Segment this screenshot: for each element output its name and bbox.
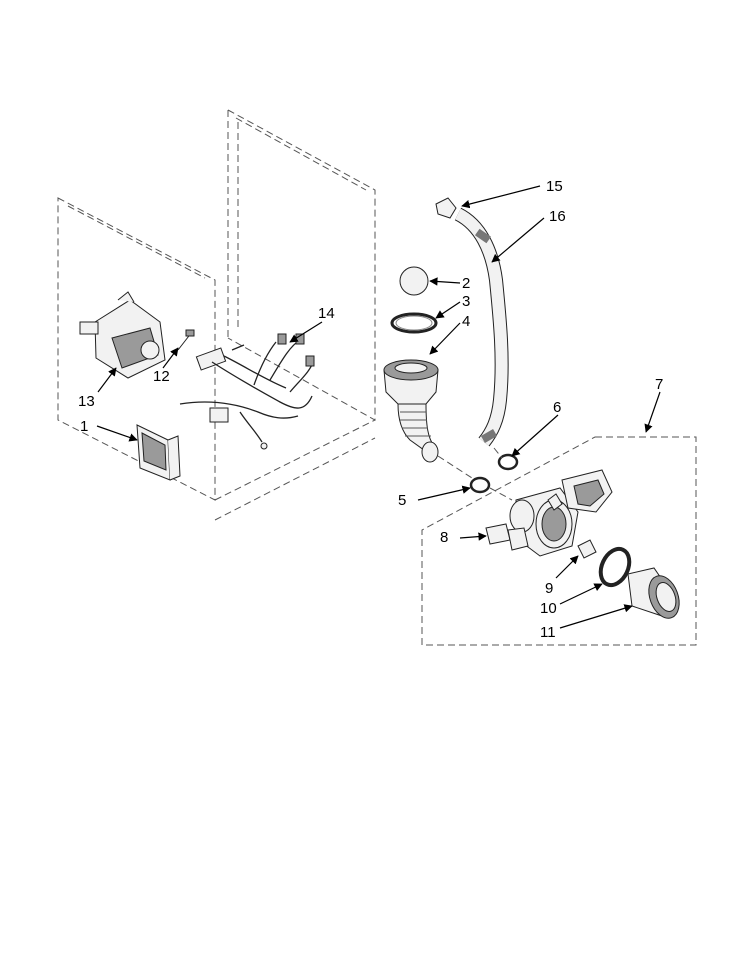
callout-labels: 1 2 3 4 5 6 7 8 9 10 11 12 13 14 15 16: [78, 178, 663, 641]
coin-trap-filter: [627, 567, 680, 619]
callout-1: 1: [80, 418, 88, 435]
callout-7: 7: [655, 376, 663, 393]
hose-clamp-5: [469, 476, 491, 494]
drain-pump: [509, 469, 613, 557]
tub-to-pump-hose: [383, 359, 439, 463]
callout-15: 15: [546, 178, 563, 195]
callout-10: 10: [540, 600, 557, 617]
cabinet-outline: [57, 109, 376, 521]
hose-clamp-top: [435, 197, 457, 219]
clamp-ring: [390, 312, 438, 334]
pump-assembly-box: [421, 436, 697, 646]
drive-motor: [79, 291, 166, 379]
callout-6: 6: [553, 399, 561, 416]
wire-harness: [179, 333, 315, 450]
drain-hose: [454, 207, 509, 447]
callout-13: 13: [78, 393, 95, 410]
callout-4: 4: [462, 313, 470, 330]
filter-screw: [577, 539, 597, 559]
callout-3: 3: [462, 293, 470, 310]
callout-11: 11: [540, 624, 556, 641]
callout-5: 5: [398, 492, 406, 509]
check-ball: [399, 266, 429, 296]
callout-12: 12: [153, 368, 170, 385]
callout-16: 16: [549, 208, 566, 225]
motor-bolt: [177, 329, 195, 351]
callout-9: 9: [545, 580, 553, 597]
filter-seal: [598, 546, 632, 588]
control-board: [136, 424, 181, 481]
callout-2: 2: [462, 275, 470, 292]
callout-8: 8: [440, 529, 448, 546]
pump-bracket: [485, 523, 529, 551]
callout-14: 14: [318, 305, 335, 322]
leader-lines: [96, 185, 661, 629]
hose-clamp-6: [497, 453, 519, 471]
